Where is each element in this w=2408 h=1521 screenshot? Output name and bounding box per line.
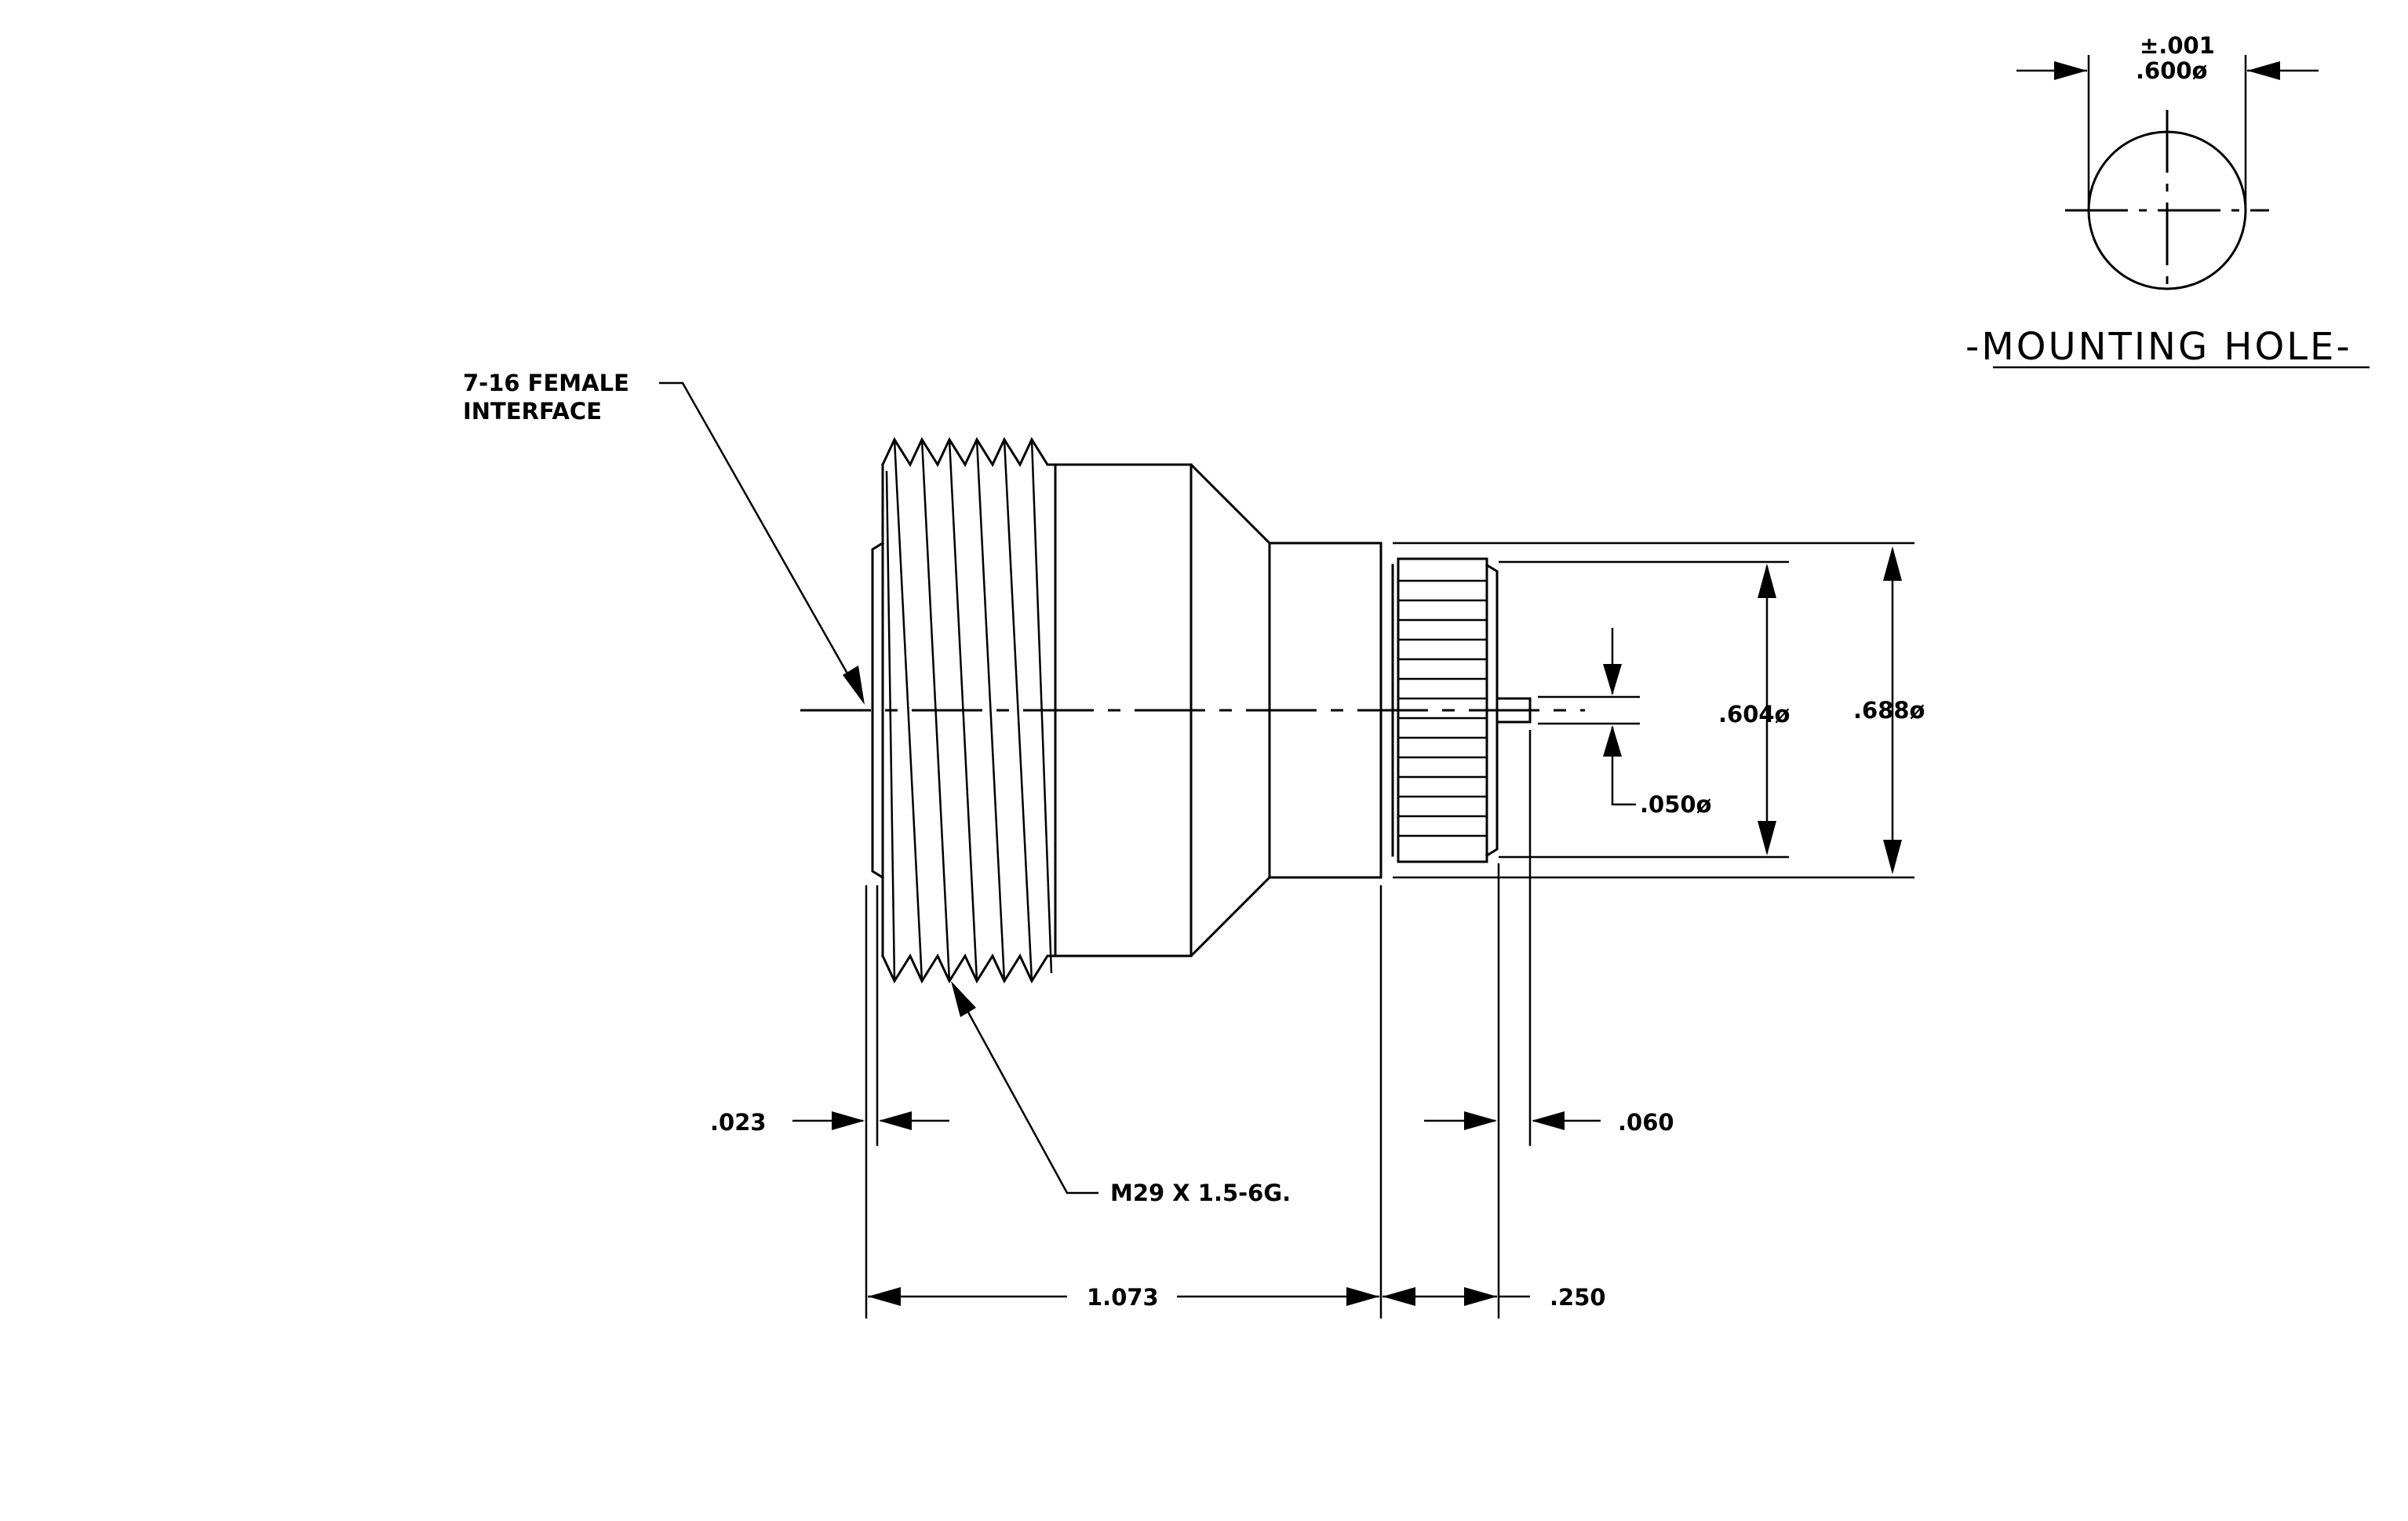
- interface-leader: [659, 381, 865, 705]
- dim-023-label: .023: [710, 1109, 767, 1136]
- knurl-lines: [1398, 579, 1487, 837]
- dim-023: [792, 1111, 949, 1130]
- dim-1073-label: 1.073: [1087, 1284, 1159, 1311]
- thread-label: M29 X 1.5-6G.: [1110, 1180, 1291, 1206]
- interface-label-1: 7-16 FEMALE: [463, 370, 629, 396]
- dim-250: [1383, 1287, 1530, 1306]
- hole-diameter-label: .600ø: [2136, 57, 2207, 84]
- mounting-hole-title: -MOUNTING HOLE-: [1965, 325, 2352, 369]
- dim-604-label: .604ø: [1718, 701, 1790, 728]
- dim-1073: [868, 1287, 1379, 1306]
- dim-604: [1758, 564, 1776, 855]
- extension-lines: [865, 542, 1914, 1319]
- mounting-hole-detail: [1993, 55, 2370, 369]
- thread-leader: [951, 981, 1098, 1195]
- dim-060: [1424, 1111, 1601, 1130]
- interface-label-2: INTERFACE: [463, 398, 602, 425]
- dim-688-label: .688ø: [1853, 697, 1925, 724]
- dim-050-label: .050ø: [1640, 791, 1711, 818]
- connector-body: [800, 436, 1585, 984]
- dim-060-label: .060: [1618, 1109, 1674, 1136]
- hole-tolerance-label: ±.001: [2140, 32, 2215, 59]
- dim-688: [1883, 546, 1902, 874]
- dim-250-label: .250: [1550, 1284, 1606, 1311]
- dim-050: [1603, 628, 1636, 806]
